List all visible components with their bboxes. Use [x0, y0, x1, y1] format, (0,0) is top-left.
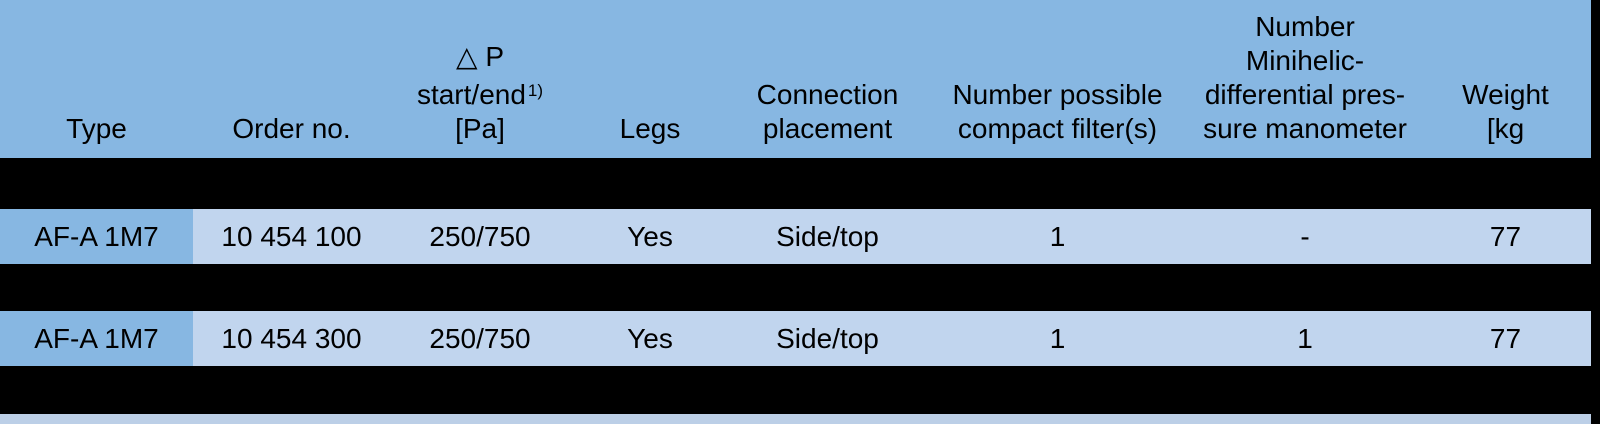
delta-p-symbol-line: △ P: [456, 41, 504, 72]
column-header-legs: Legs: [570, 112, 730, 146]
cell-weight: 77: [1489, 221, 1522, 252]
column-header-type: Type: [0, 112, 193, 146]
partial-row-strip: [0, 414, 1591, 424]
cell-dp-start-end: 250/750: [429, 323, 531, 354]
cell-type: AF-A 1M7: [0, 311, 193, 366]
header-line: Legs: [619, 113, 681, 144]
cell-num-manometer: -: [1300, 221, 1310, 252]
column-header-minihelic-manometer: Number Minihelic- differential pres- sur…: [1190, 10, 1420, 146]
header-line: Weight: [1462, 79, 1549, 110]
header-line: placement: [762, 113, 893, 144]
cell-order-no: 10 454 100: [221, 221, 362, 252]
table-row: AF-A 1M7 10 454 100 250/750 Yes Side/top…: [0, 209, 1591, 264]
column-header-compact-filters: Number possible compact filter(s): [925, 78, 1190, 146]
cell-legs: Yes: [627, 323, 673, 354]
table-row: AF-A 1M7 10 454 300 250/750 Yes Side/top…: [0, 311, 1591, 366]
cell-type: AF-A 1M7: [0, 209, 193, 264]
column-header-order-no: Order no.: [193, 112, 390, 146]
unit-label: [Pa]: [455, 113, 505, 144]
cell-num-compact-filters: 1: [1049, 221, 1066, 252]
header-line: differential pres-: [1204, 79, 1406, 110]
cell-weight: 77: [1489, 323, 1522, 354]
header-line: Minihelic-: [1245, 45, 1365, 76]
cell-dp-start-end: 250/750: [429, 221, 531, 252]
start-end-label: start/end: [416, 79, 526, 110]
cell-order-no: 10 454 300: [221, 323, 362, 354]
cell-num-manometer: 1: [1297, 323, 1313, 354]
cell-num-manometer-filters: 1: [1049, 323, 1066, 354]
header-line: Order no.: [232, 113, 351, 144]
cell-connection-placement: Side/top: [776, 323, 879, 354]
column-header-weight: Weight [kg: [1420, 78, 1591, 146]
unit-label: [kg: [1486, 113, 1525, 144]
header-line: Number: [1255, 11, 1355, 42]
header-line: Number possible: [952, 79, 1163, 110]
header-line: compact filter(s): [957, 113, 1158, 144]
cell-legs: Yes: [627, 221, 673, 252]
cell-connection-placement: Side/top: [776, 221, 879, 252]
header-line: Type: [66, 113, 127, 144]
header-line: sure manometer: [1203, 113, 1407, 144]
header-line: Connection: [756, 79, 899, 110]
footnote-marker: 1): [527, 81, 544, 100]
column-header-connection-placement: Connection placement: [730, 78, 925, 146]
